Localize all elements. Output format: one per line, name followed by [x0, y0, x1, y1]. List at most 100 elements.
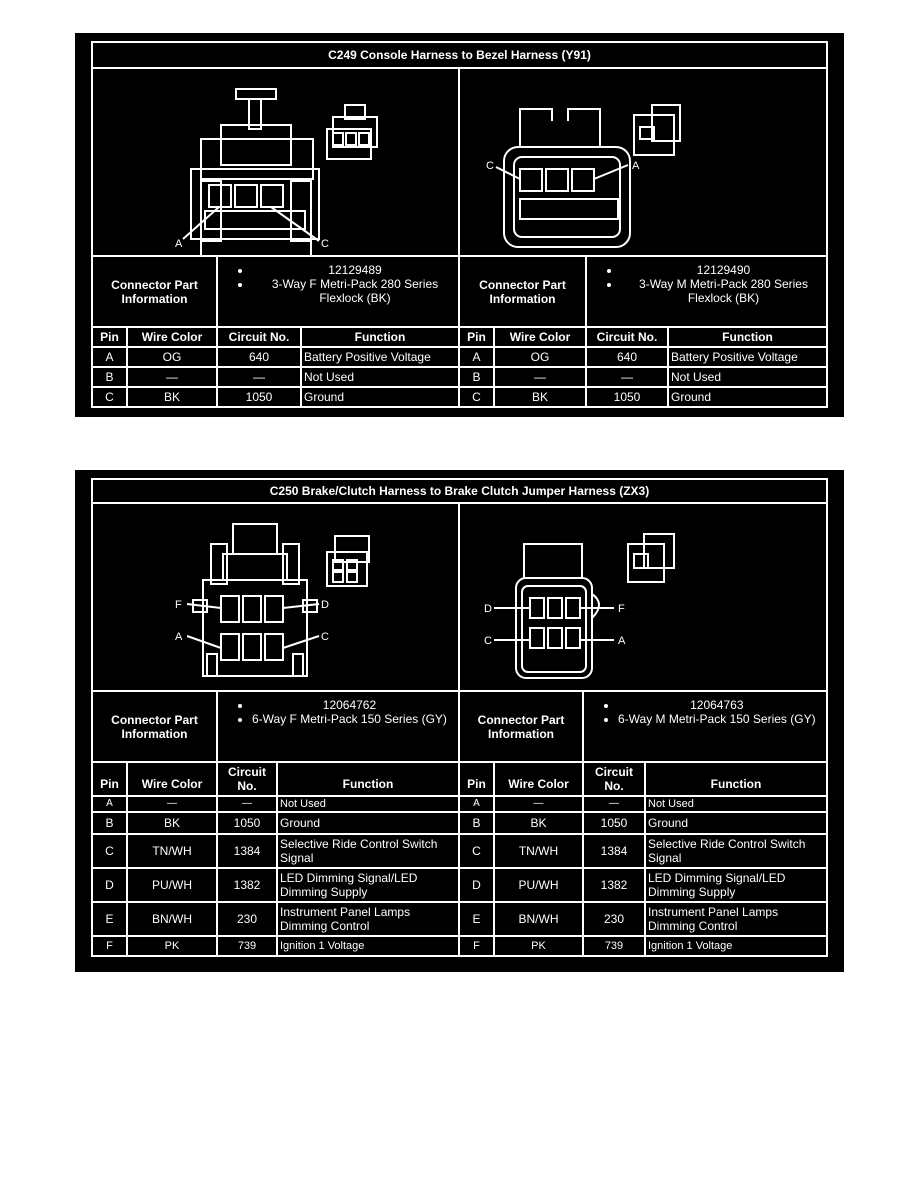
table-row-wire-color: TN/WH — [493, 833, 584, 869]
table-row-wire-color: PK — [493, 935, 584, 957]
c249-left-header-circuit: Circuit No. — [216, 326, 302, 348]
table-row-pin: C — [91, 833, 128, 869]
c250-left-header-pin: Pin — [91, 761, 128, 797]
c249-right-part-number: 12129490 — [621, 263, 826, 277]
table-row-function: Ground — [300, 386, 460, 408]
table-row-wire-color: BN/WH — [493, 901, 584, 937]
c250-left-part-info: 12064762 6-Way F Metri-Pack 150 Series (… — [216, 690, 460, 763]
c250-right-pin-label: D — [484, 603, 492, 615]
c250-left-part-info-label: Connector Part Information — [91, 690, 218, 763]
table-row-wire-color: BK — [126, 386, 218, 408]
c250-left-pin-label: D — [321, 599, 329, 611]
c250-right-part-info-label: Connector Part Information — [458, 690, 584, 763]
c249-right-pin-label: C — [486, 160, 494, 172]
table-row-wire-color: OG — [126, 346, 218, 368]
c250-female-connector-drawing: F D A C — [175, 523, 370, 677]
c250-right-part-info: 12064763 6-Way M Metri-Pack 150 Series (… — [582, 690, 828, 763]
table-row-circuit: — — [216, 366, 302, 388]
table-row-circuit: 640 — [216, 346, 302, 368]
c249-left-drawing: A C — [91, 67, 460, 257]
c249-left-part-info-label: Connector Part Information — [91, 255, 218, 328]
table-row-circuit: 1050 — [216, 386, 302, 408]
c250-right-header-wire-color: Wire Color — [493, 761, 584, 797]
c250-right-pin-label: F — [618, 603, 625, 615]
table-row-wire-color: BK — [493, 386, 587, 408]
table-row-pin: B — [458, 811, 495, 835]
table-row-pin: A — [91, 346, 128, 368]
c249-left-header-function: Function — [300, 326, 460, 348]
c249-right-header-function: Function — [667, 326, 828, 348]
c249-title: C249 Console Harness to Bezel Harness (Y… — [91, 41, 828, 69]
table-row-circuit: 1382 — [582, 867, 646, 903]
c249-left-header-pin: Pin — [91, 326, 128, 348]
c250-left-part-description: 6-Way F Metri-Pack 150 Series (GY) — [252, 712, 447, 726]
table-row-function: Battery Positive Voltage — [667, 346, 828, 368]
c250-right-header-pin: Pin — [458, 761, 495, 797]
table-row-wire-color: BN/WH — [126, 901, 218, 937]
table-row-wire-color: PU/WH — [126, 867, 218, 903]
table-row-function: Not Used — [300, 366, 460, 388]
table-row-circuit: 1050 — [582, 811, 646, 835]
table-row-circuit: 1384 — [216, 833, 278, 869]
c250-right-part-number: 12064763 — [618, 698, 816, 712]
c249-right-header-pin: Pin — [458, 326, 495, 348]
c250-right-part-description: 6-Way M Metri-Pack 150 Series (GY) — [618, 712, 816, 726]
table-row-circuit: 230 — [582, 901, 646, 937]
c250-left-pin-label: C — [321, 631, 329, 643]
c250-left-part-number: 12064762 — [252, 698, 447, 712]
c250-right-header-function: Function — [644, 761, 828, 797]
table-row-function: Selective Ride Control Switch Signal — [276, 833, 460, 869]
table-row-wire-color: BK — [126, 811, 218, 835]
c250-title: C250 Brake/Clutch Harness to Brake Clutc… — [91, 478, 828, 504]
table-row-circuit: 739 — [216, 935, 278, 957]
table-row-function: Ignition 1 Voltage — [644, 935, 828, 957]
c250-left-pin-label: A — [175, 631, 183, 643]
table-row-circuit: 1050 — [216, 811, 278, 835]
table-row-function: Instrument Panel Lamps Dimming Control — [276, 901, 460, 937]
c249-left-pin-label: C — [321, 238, 329, 250]
table-row-function: LED Dimming Signal/LED Dimming Supply — [276, 867, 460, 903]
table-row-circuit: 739 — [582, 935, 646, 957]
table-row-wire-color: — — [126, 366, 218, 388]
table-row-wire-color: PU/WH — [493, 867, 584, 903]
c250-left-drawing: F D A C — [91, 502, 460, 692]
table-row-pin: C — [91, 386, 128, 408]
table-row-circuit: 1384 — [582, 833, 646, 869]
c249-right-drawing: C A — [458, 67, 828, 257]
table-row-pin: E — [91, 901, 128, 937]
table-row-function: Battery Positive Voltage — [300, 346, 460, 368]
table-row-pin: B — [91, 366, 128, 388]
table-row-pin: B — [458, 366, 495, 388]
c250-left-header-circuit: Circuit No. — [216, 761, 278, 797]
c250-male-connector-drawing: D F C A — [484, 533, 675, 679]
table-row-pin: D — [458, 867, 495, 903]
table-row-pin: F — [458, 935, 495, 957]
table-row-wire-color: BK — [493, 811, 584, 835]
c249-connector-panel: C249 Console Harness to Bezel Harness (Y… — [75, 33, 844, 417]
table-row-pin: F — [91, 935, 128, 957]
table-row-circuit: 1050 — [585, 386, 669, 408]
c249-right-part-description: 3-Way M Metri-Pack 280 Series Flexlock (… — [621, 277, 826, 305]
table-row-function: Ground — [667, 386, 828, 408]
c249-right-header-circuit: Circuit No. — [585, 326, 669, 348]
table-row-wire-color: — — [493, 366, 587, 388]
c250-left-header-wire-color: Wire Color — [126, 761, 218, 797]
c250-left-pin-label: F — [175, 599, 182, 611]
table-row-function: Ignition 1 Voltage — [276, 935, 460, 957]
table-row-function: Selective Ride Control Switch Signal — [644, 833, 828, 869]
c249-right-pin-label: A — [632, 160, 640, 172]
table-row-function: LED Dimming Signal/LED Dimming Supply — [644, 867, 828, 903]
c250-right-header-circuit: Circuit No. — [582, 761, 646, 797]
table-row-circuit: 1382 — [216, 867, 278, 903]
c249-right-header-wire-color: Wire Color — [493, 326, 587, 348]
table-row-pin: E — [458, 901, 495, 937]
table-row-pin: A — [458, 346, 495, 368]
c249-left-header-wire-color: Wire Color — [126, 326, 218, 348]
table-row-pin: D — [91, 867, 128, 903]
c249-left-part-description: 3-Way F Metri-Pack 280 Series Flexlock (… — [252, 277, 458, 305]
c249-male-connector-drawing: C A — [486, 104, 681, 248]
c249-right-part-info-label: Connector Part Information — [458, 255, 587, 328]
table-row-function: Ground — [276, 811, 460, 835]
table-row-wire-color: PK — [126, 935, 218, 957]
table-row-function: Ground — [644, 811, 828, 835]
